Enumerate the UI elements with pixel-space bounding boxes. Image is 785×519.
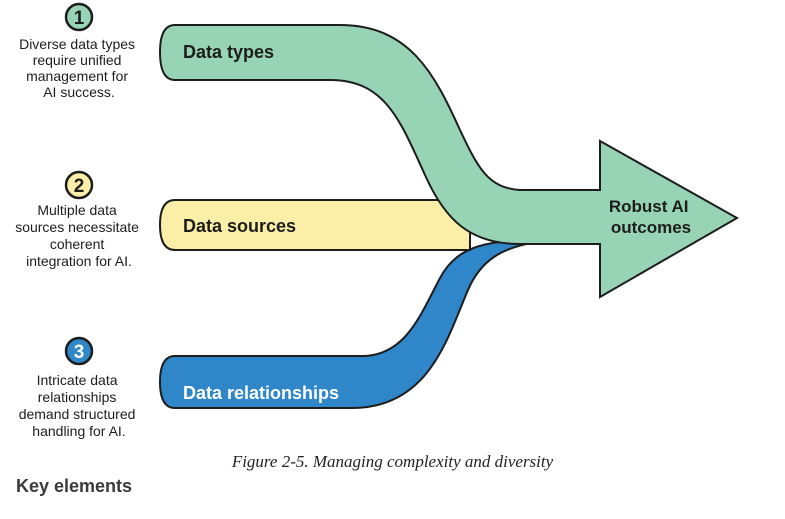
step-1-badge [64, 2, 94, 32]
step-1-number: 1 [74, 8, 85, 29]
band-label-data-types: Data types [183, 42, 274, 62]
band-label-data-relationships: Data relationships [183, 383, 339, 403]
note-line: AI success. [43, 84, 115, 100]
step-3-badge [64, 336, 94, 366]
note-line: Intricate data [37, 372, 118, 388]
step-1-note: Diverse data types require unified manag… [19, 36, 139, 100]
note-line: demand structured [19, 406, 136, 422]
band-label-data-sources: Data sources [183, 216, 296, 236]
band-data-relationships-shape [158, 238, 546, 409]
outcome-label: Robust AI outcomes [609, 197, 693, 237]
note-line: require unified [33, 52, 122, 68]
step-2-badge [64, 170, 94, 200]
band-data-sources [158, 199, 471, 251]
step-2-note: Multiple data sources necessitate cohere… [15, 202, 143, 269]
note-line: relationships [38, 389, 117, 405]
note-line: integration for AI. [26, 253, 132, 269]
note-line: handling for AI. [32, 423, 125, 439]
step-3-number: 3 [74, 342, 85, 363]
figure-caption: Figure 2-5. Managing complexity and dive… [231, 452, 554, 471]
step-2-number: 2 [74, 176, 85, 197]
note-line: coherent [50, 236, 105, 252]
outcome-line: Robust AI [609, 197, 689, 216]
note-line: sources necessitate [15, 219, 139, 235]
section-heading: Key elements [16, 476, 133, 496]
step-3-note: Intricate data relationships demand stru… [19, 372, 140, 439]
note-line: management for [26, 68, 128, 84]
note-line: Diverse data types [19, 36, 135, 52]
band-data-types [158, 24, 740, 299]
outcome-line: outcomes [611, 218, 691, 237]
note-line: Multiple data [37, 202, 117, 218]
